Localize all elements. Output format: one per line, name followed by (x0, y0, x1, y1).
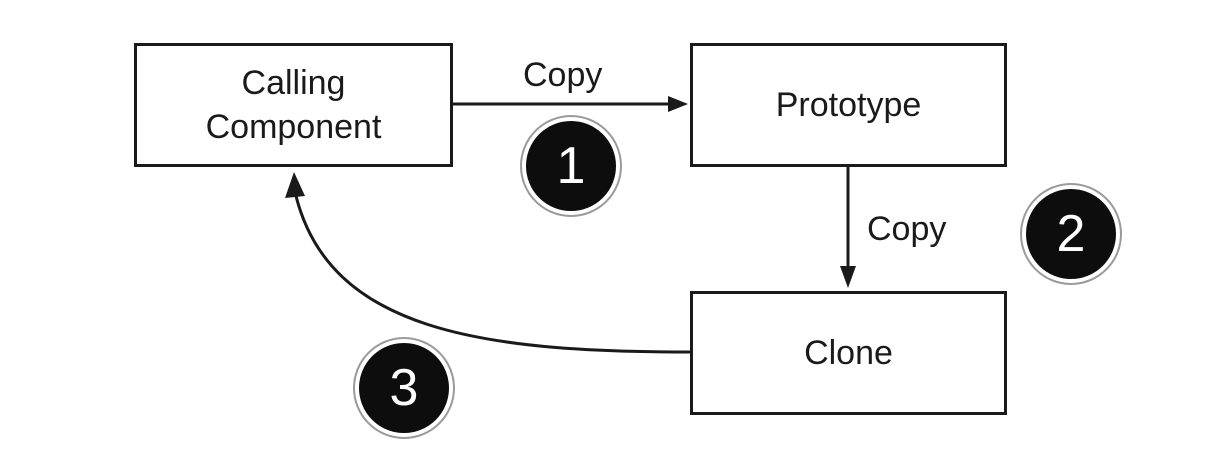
copy-label-calling-to-prototype: Copy (523, 56, 603, 94)
arrowhead-clone-to-calling (285, 172, 305, 198)
step-3-badge: 3 (355, 339, 453, 437)
arrow-clone-to-calling (294, 195, 691, 354)
calling-component-box: Calling Component (134, 43, 453, 167)
prototype-label: Prototype (775, 85, 922, 124)
calling-component-label-line1: Calling (241, 63, 346, 102)
clone-box: Clone (690, 291, 1007, 415)
calling-component-label-line2: Component (205, 108, 382, 146)
step-1-badge: 1 (522, 117, 620, 215)
arrowhead-calling-to-prototype (668, 96, 688, 112)
step-2-badge: 2 (1022, 185, 1120, 283)
copy-label-prototype-to-clone: Copy (867, 210, 947, 248)
arrowhead-prototype-to-clone (840, 266, 856, 288)
prototype-box: Prototype (690, 43, 1007, 167)
clone-label: Clone (804, 333, 893, 372)
